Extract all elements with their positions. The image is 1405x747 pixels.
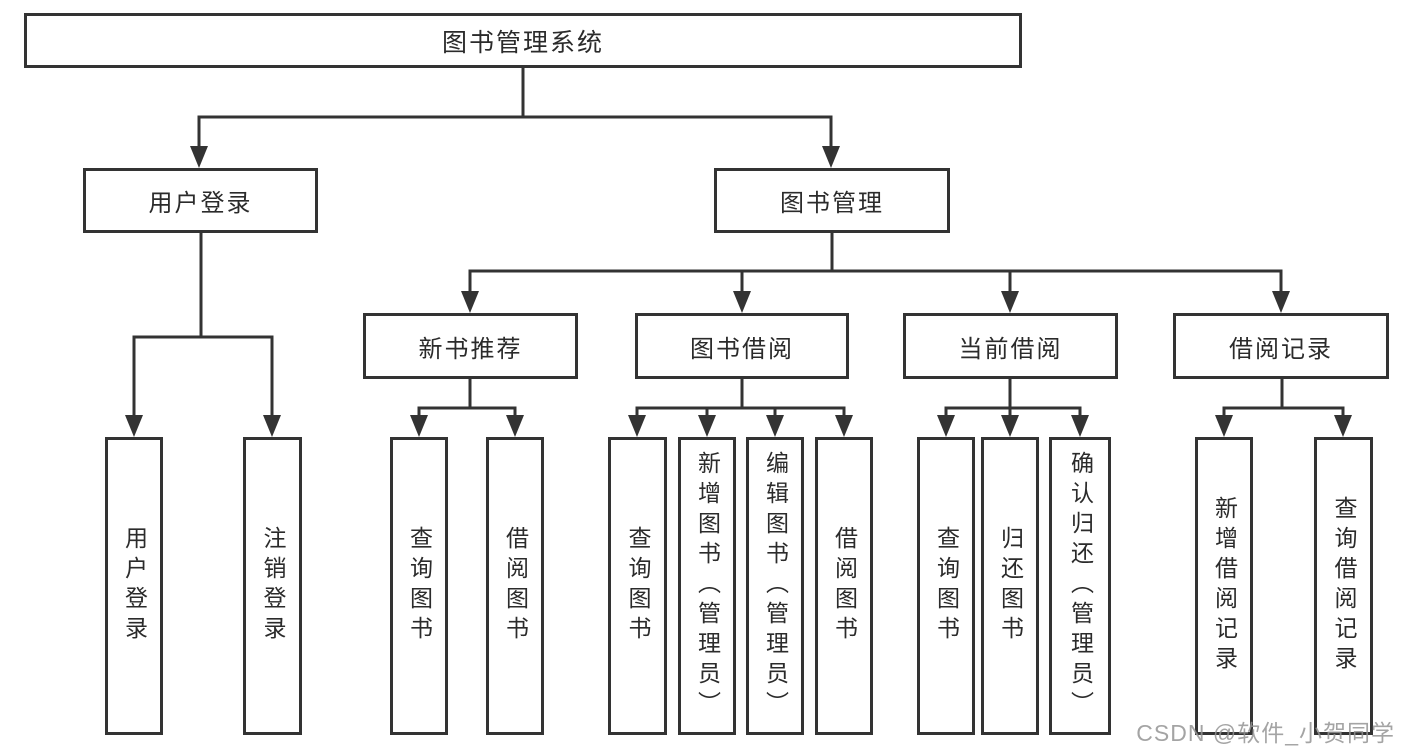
arrowhead (461, 291, 479, 313)
node-label: 用户登录 (148, 190, 253, 217)
node-current-borrow: 当前借阅 (903, 313, 1118, 379)
node-book-management: 图书管理 (714, 168, 950, 233)
leaf-logout: 注销登录 (243, 437, 302, 735)
node-label: 新书推荐 (418, 335, 523, 363)
node-label: 用户登录 (121, 526, 148, 646)
node-label: 确认归还（管理员） (1067, 451, 1094, 721)
node-label: 借阅图书 (502, 526, 529, 646)
edge-login-branch (132, 335, 274, 418)
edge-recommend-branch (417, 406, 517, 419)
node-label: 新增借阅记录 (1211, 496, 1238, 676)
node-label: 归还图书 (997, 526, 1024, 646)
arrowhead (698, 415, 716, 437)
arrowhead (1334, 415, 1352, 437)
node-label: 当前借阅 (958, 335, 1063, 363)
node-book-borrow: 图书借阅 (635, 313, 849, 379)
arrowhead (1001, 291, 1019, 313)
arrowhead (506, 415, 524, 437)
edge-records-branch (1222, 406, 1345, 419)
node-label: 注销登录 (260, 526, 286, 646)
leaf-query-books-borrow: 查询图书 (608, 437, 667, 735)
arrowhead (263, 415, 281, 437)
node-label: 查询图书 (406, 526, 433, 646)
edge-root-branch (197, 115, 833, 150)
node-new-book-recommend: 新书推荐 (363, 313, 578, 379)
arrowhead (822, 146, 840, 168)
node-label: 借阅记录 (1229, 335, 1333, 363)
leaf-add-borrow-record: 新增借阅记录 (1195, 437, 1253, 735)
arrowhead (1001, 415, 1019, 437)
arrowhead (835, 415, 853, 437)
node-label: 借阅图书 (831, 526, 858, 646)
arrowhead (1215, 415, 1233, 437)
node-label: 编辑图书（管理员） (762, 451, 789, 721)
leaf-borrow-books-borrow: 借阅图书 (815, 437, 873, 735)
arrowhead (733, 291, 751, 313)
node-label: 查询借阅记录 (1331, 496, 1357, 676)
leaf-return-book: 归还图书 (981, 437, 1039, 735)
arrowhead (628, 415, 646, 437)
arrowhead (1071, 415, 1089, 437)
leaf-borrow-books-recommend: 借阅图书 (486, 437, 544, 735)
arrowhead (410, 415, 428, 437)
arrowhead (1272, 291, 1290, 313)
node-label: 图书借阅 (690, 335, 794, 363)
arrowhead (125, 415, 143, 437)
leaf-confirm-return-admin: 确认归还（管理员） (1049, 437, 1111, 735)
leaf-edit-book-admin: 编辑图书（管理员） (746, 437, 804, 735)
arrowhead (766, 415, 784, 437)
edge-mgmt-branch (468, 269, 1283, 294)
arrowhead (937, 415, 955, 437)
node-label: 查询图书 (625, 526, 651, 646)
node-library-system: 图书管理系统 (24, 13, 1022, 68)
csdn-watermark: CSDN @软件_小贺同学 (1136, 720, 1395, 746)
node-label: 图书管理系统 (441, 28, 604, 57)
arrowhead (190, 146, 208, 168)
node-label: 新增图书（管理员） (694, 451, 721, 721)
node-label: 图书管理 (780, 190, 884, 217)
edge-current-branch (944, 406, 1082, 419)
node-user-login: 用户登录 (83, 168, 318, 233)
leaf-add-book-admin: 新增图书（管理员） (678, 437, 736, 735)
node-label: 查询图书 (933, 526, 960, 646)
node-borrow-records: 借阅记录 (1173, 313, 1389, 379)
leaf-user-login: 用户登录 (105, 437, 163, 735)
leaf-query-books-current: 查询图书 (917, 437, 975, 735)
leaf-query-borrow-record: 查询借阅记录 (1314, 437, 1373, 735)
leaf-query-books-recommend: 查询图书 (390, 437, 448, 735)
edge-borrow-branch (635, 406, 846, 419)
